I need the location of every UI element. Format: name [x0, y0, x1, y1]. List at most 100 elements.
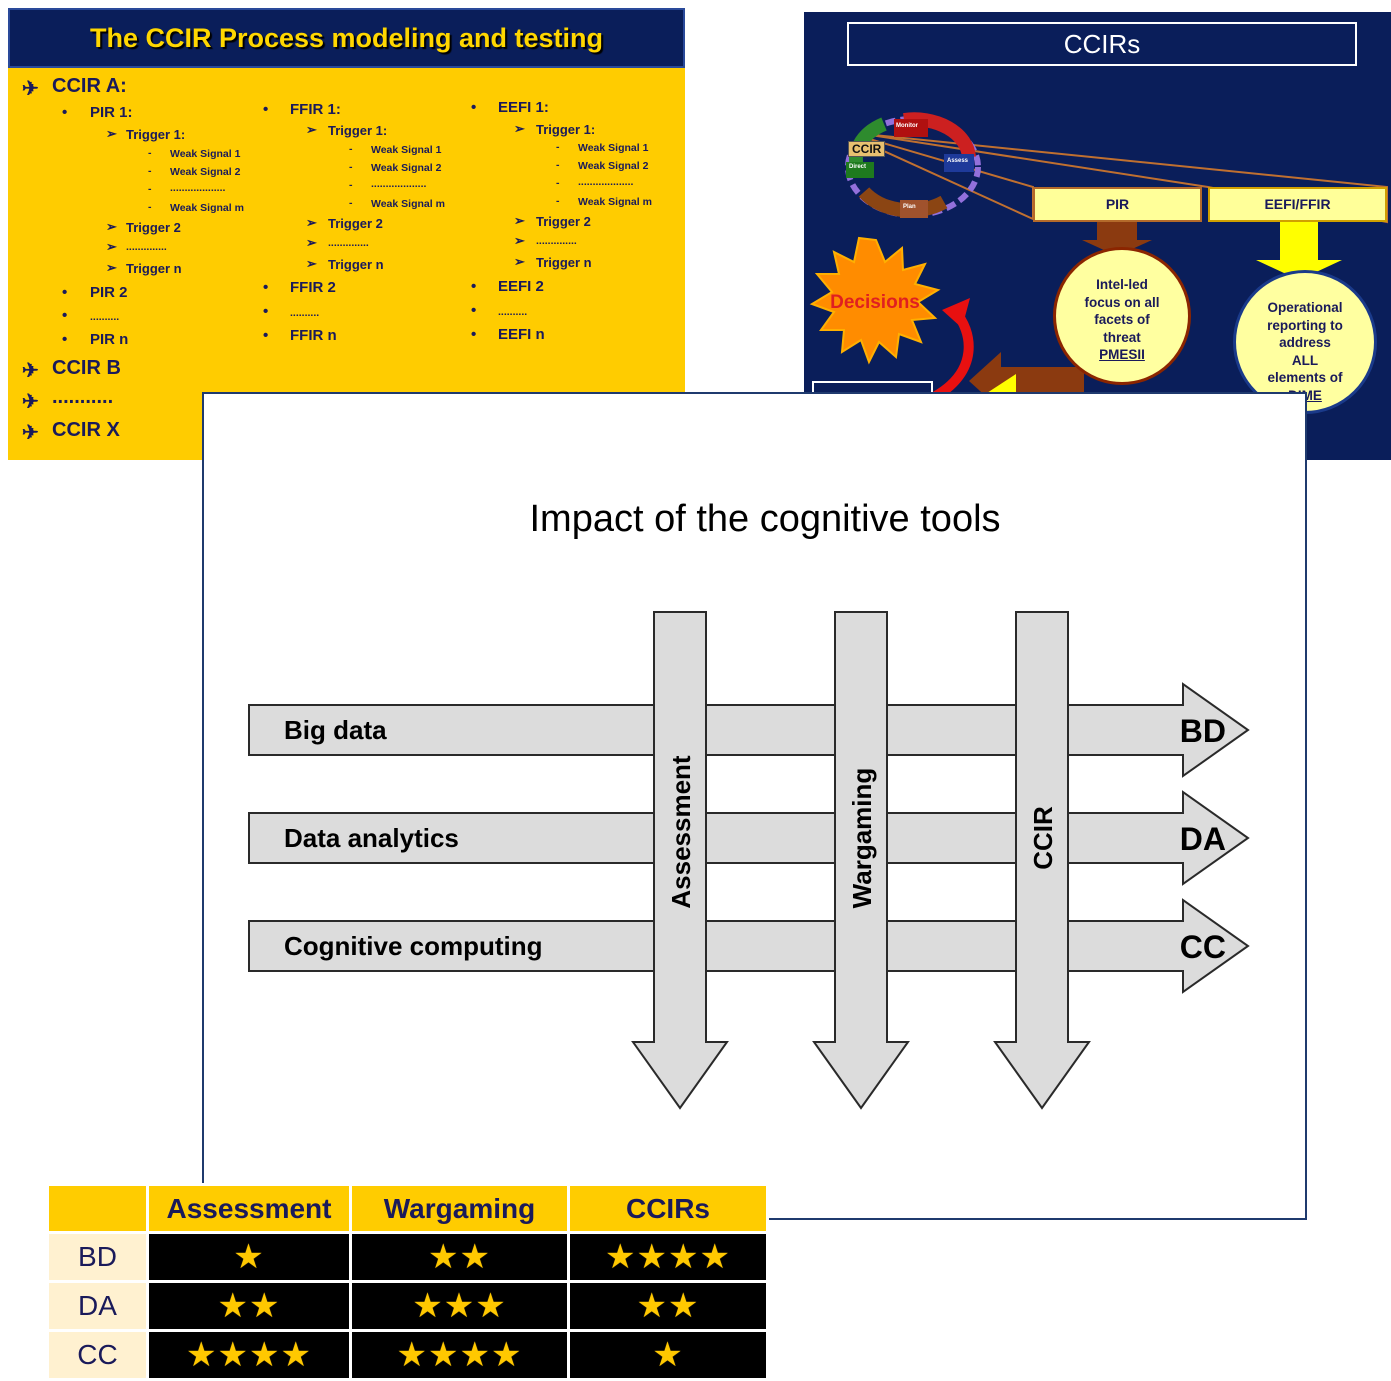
- col3-trigger1: Trigger 1:: [536, 122, 596, 137]
- cycle-assess-label: Assess: [947, 158, 969, 164]
- col3-head: EEFI 1:: [498, 99, 549, 116]
- dash: -: [349, 179, 353, 191]
- bullet-dot: •: [471, 99, 477, 116]
- col1-signal-2: Weak Signal 2: [170, 166, 241, 178]
- ccir-a-label: CCIR A:: [52, 75, 127, 97]
- row-arrow-label: Cognitive computing: [284, 931, 543, 961]
- table-row: DA ★★ ★★★ ★★: [46, 1280, 769, 1332]
- star-rating: ★: [652, 1335, 684, 1375]
- dash: -: [349, 197, 353, 209]
- star-rating: ★★★: [412, 1286, 507, 1326]
- assess-node: [944, 154, 974, 172]
- chevron-bullet-icon: ➢: [514, 233, 525, 248]
- col2-trigger2: Trigger 2: [328, 216, 383, 231]
- vertical-arrow-shape: [631, 611, 729, 1110]
- col1-trigger2: Trigger 2: [126, 220, 181, 235]
- col1-item2: PIR 2: [90, 284, 128, 301]
- eefi-connector: [863, 133, 1388, 224]
- arrow-bullet-icon: ✈: [22, 360, 39, 382]
- chevron-bullet-icon: ➢: [306, 235, 317, 250]
- column-arrow-wargaming: Wargaming: [812, 611, 910, 1110]
- dash: -: [349, 161, 353, 173]
- vertical-arrow-shape: [993, 611, 1091, 1110]
- col1-itemn: PIR n: [90, 331, 129, 348]
- eefi-down-shaft: [1280, 222, 1318, 262]
- vertical-arrow-shape: [812, 611, 910, 1110]
- chevron-bullet-icon: ➢: [514, 254, 525, 269]
- col3-signal-dots: ...................: [578, 176, 634, 188]
- rating-table: Assessment Wargaming CCIRs BD ★ ★★ ★★★★ …: [46, 1183, 769, 1381]
- ccir-dots-label: ...........: [52, 386, 114, 408]
- chevron-bullet-icon: ➢: [514, 213, 525, 228]
- col2-itemdots: ..........: [290, 307, 320, 319]
- row-label-da: DA: [46, 1280, 149, 1332]
- dash: -: [556, 159, 560, 171]
- ops-line-3: address: [1279, 335, 1331, 350]
- col1-itemdots: ..........: [90, 311, 120, 323]
- dash: -: [148, 201, 152, 213]
- intel-pmesii: PMESII: [1099, 347, 1145, 362]
- row-arrow-label: Big data: [284, 715, 387, 745]
- col3-item2: EEFI 2: [498, 278, 544, 295]
- bullet-dot: •: [62, 307, 68, 324]
- row-arrow-label: Data analytics: [284, 823, 459, 853]
- red-curve-arrowhead: [942, 298, 970, 328]
- arrow-bullet-icon: ✈: [22, 78, 39, 100]
- intel-line-4: threat: [1103, 329, 1141, 345]
- row-label-cc: CC: [46, 1329, 149, 1381]
- col2-signal-m: Weak Signal m: [371, 198, 445, 210]
- decisions-starburst: [809, 236, 941, 365]
- col3-triggern: Trigger n: [536, 255, 592, 270]
- col3-signal-1: Weak Signal 1: [578, 142, 649, 154]
- row-arrow-abbr: CC: [1180, 929, 1226, 965]
- bullet-dot: •: [471, 326, 477, 343]
- intel-led-circle: Intel-led focus on all facets of threat …: [1053, 247, 1191, 385]
- col2-signal-dots: ...................: [371, 178, 427, 190]
- bullet-dot: •: [263, 101, 269, 118]
- col2-itemn: FFIR n: [290, 327, 337, 344]
- intel-line-1: Intel-led: [1096, 277, 1148, 292]
- dash: -: [148, 147, 152, 159]
- col1-trigger1: Trigger 1:: [126, 127, 186, 142]
- dash: -: [556, 141, 560, 153]
- dash: -: [556, 195, 560, 207]
- decisions-label: Decisions: [830, 292, 920, 313]
- col2-trigger-dots: ..............: [328, 237, 369, 249]
- col1-triggern: Trigger n: [126, 261, 182, 276]
- star-rating: ★★: [428, 1237, 491, 1277]
- cycle-ccir-label: CCIR: [848, 141, 886, 157]
- ccir-x-label: CCIR X: [52, 419, 120, 441]
- arrow-bullet-icon: ✈: [22, 391, 39, 413]
- col3-itemdots: ..........: [498, 306, 528, 318]
- monitor-node: [894, 119, 928, 137]
- chevron-bullet-icon: ➢: [306, 122, 317, 137]
- process-title-bar: The CCIR Process modeling and testing: [8, 8, 685, 68]
- ops-line-2: reporting to: [1267, 317, 1343, 333]
- arrow-bullet-icon: ✈: [22, 422, 39, 444]
- impact-title: Impact of the cognitive tools: [529, 498, 1001, 540]
- bullet-dot: •: [263, 279, 269, 296]
- col3-itemn: EEFI n: [498, 326, 545, 343]
- ccir-process-slide: The CCIR Process modeling and testing ✈ …: [8, 8, 685, 460]
- col1-head: PIR 1:: [90, 104, 133, 121]
- column-arrow-ccir: CCIR: [993, 611, 1091, 1110]
- ops-line-4: ALL: [1291, 352, 1319, 368]
- col2-signal-2: Weak Signal 2: [371, 162, 442, 174]
- bullet-dot: •: [471, 278, 477, 295]
- bullet-dot: •: [263, 303, 269, 320]
- ccirs-title: CCIRs: [847, 22, 1357, 66]
- col3-trigger-dots: ..............: [536, 235, 577, 247]
- bullet-dot: •: [263, 327, 269, 344]
- col3-signal-2: Weak Signal 2: [578, 160, 649, 172]
- pir-down-shaft: [1097, 222, 1137, 242]
- star-rating: ★★: [636, 1286, 700, 1326]
- col1-signal-dots: ...................: [170, 182, 226, 194]
- rating-cell: ★★★: [349, 1280, 570, 1332]
- rating-cell: ★★★★: [349, 1329, 570, 1381]
- process-title: The CCIR Process modeling and testing: [89, 23, 604, 53]
- column-arrow-label: Wargaming: [847, 768, 877, 909]
